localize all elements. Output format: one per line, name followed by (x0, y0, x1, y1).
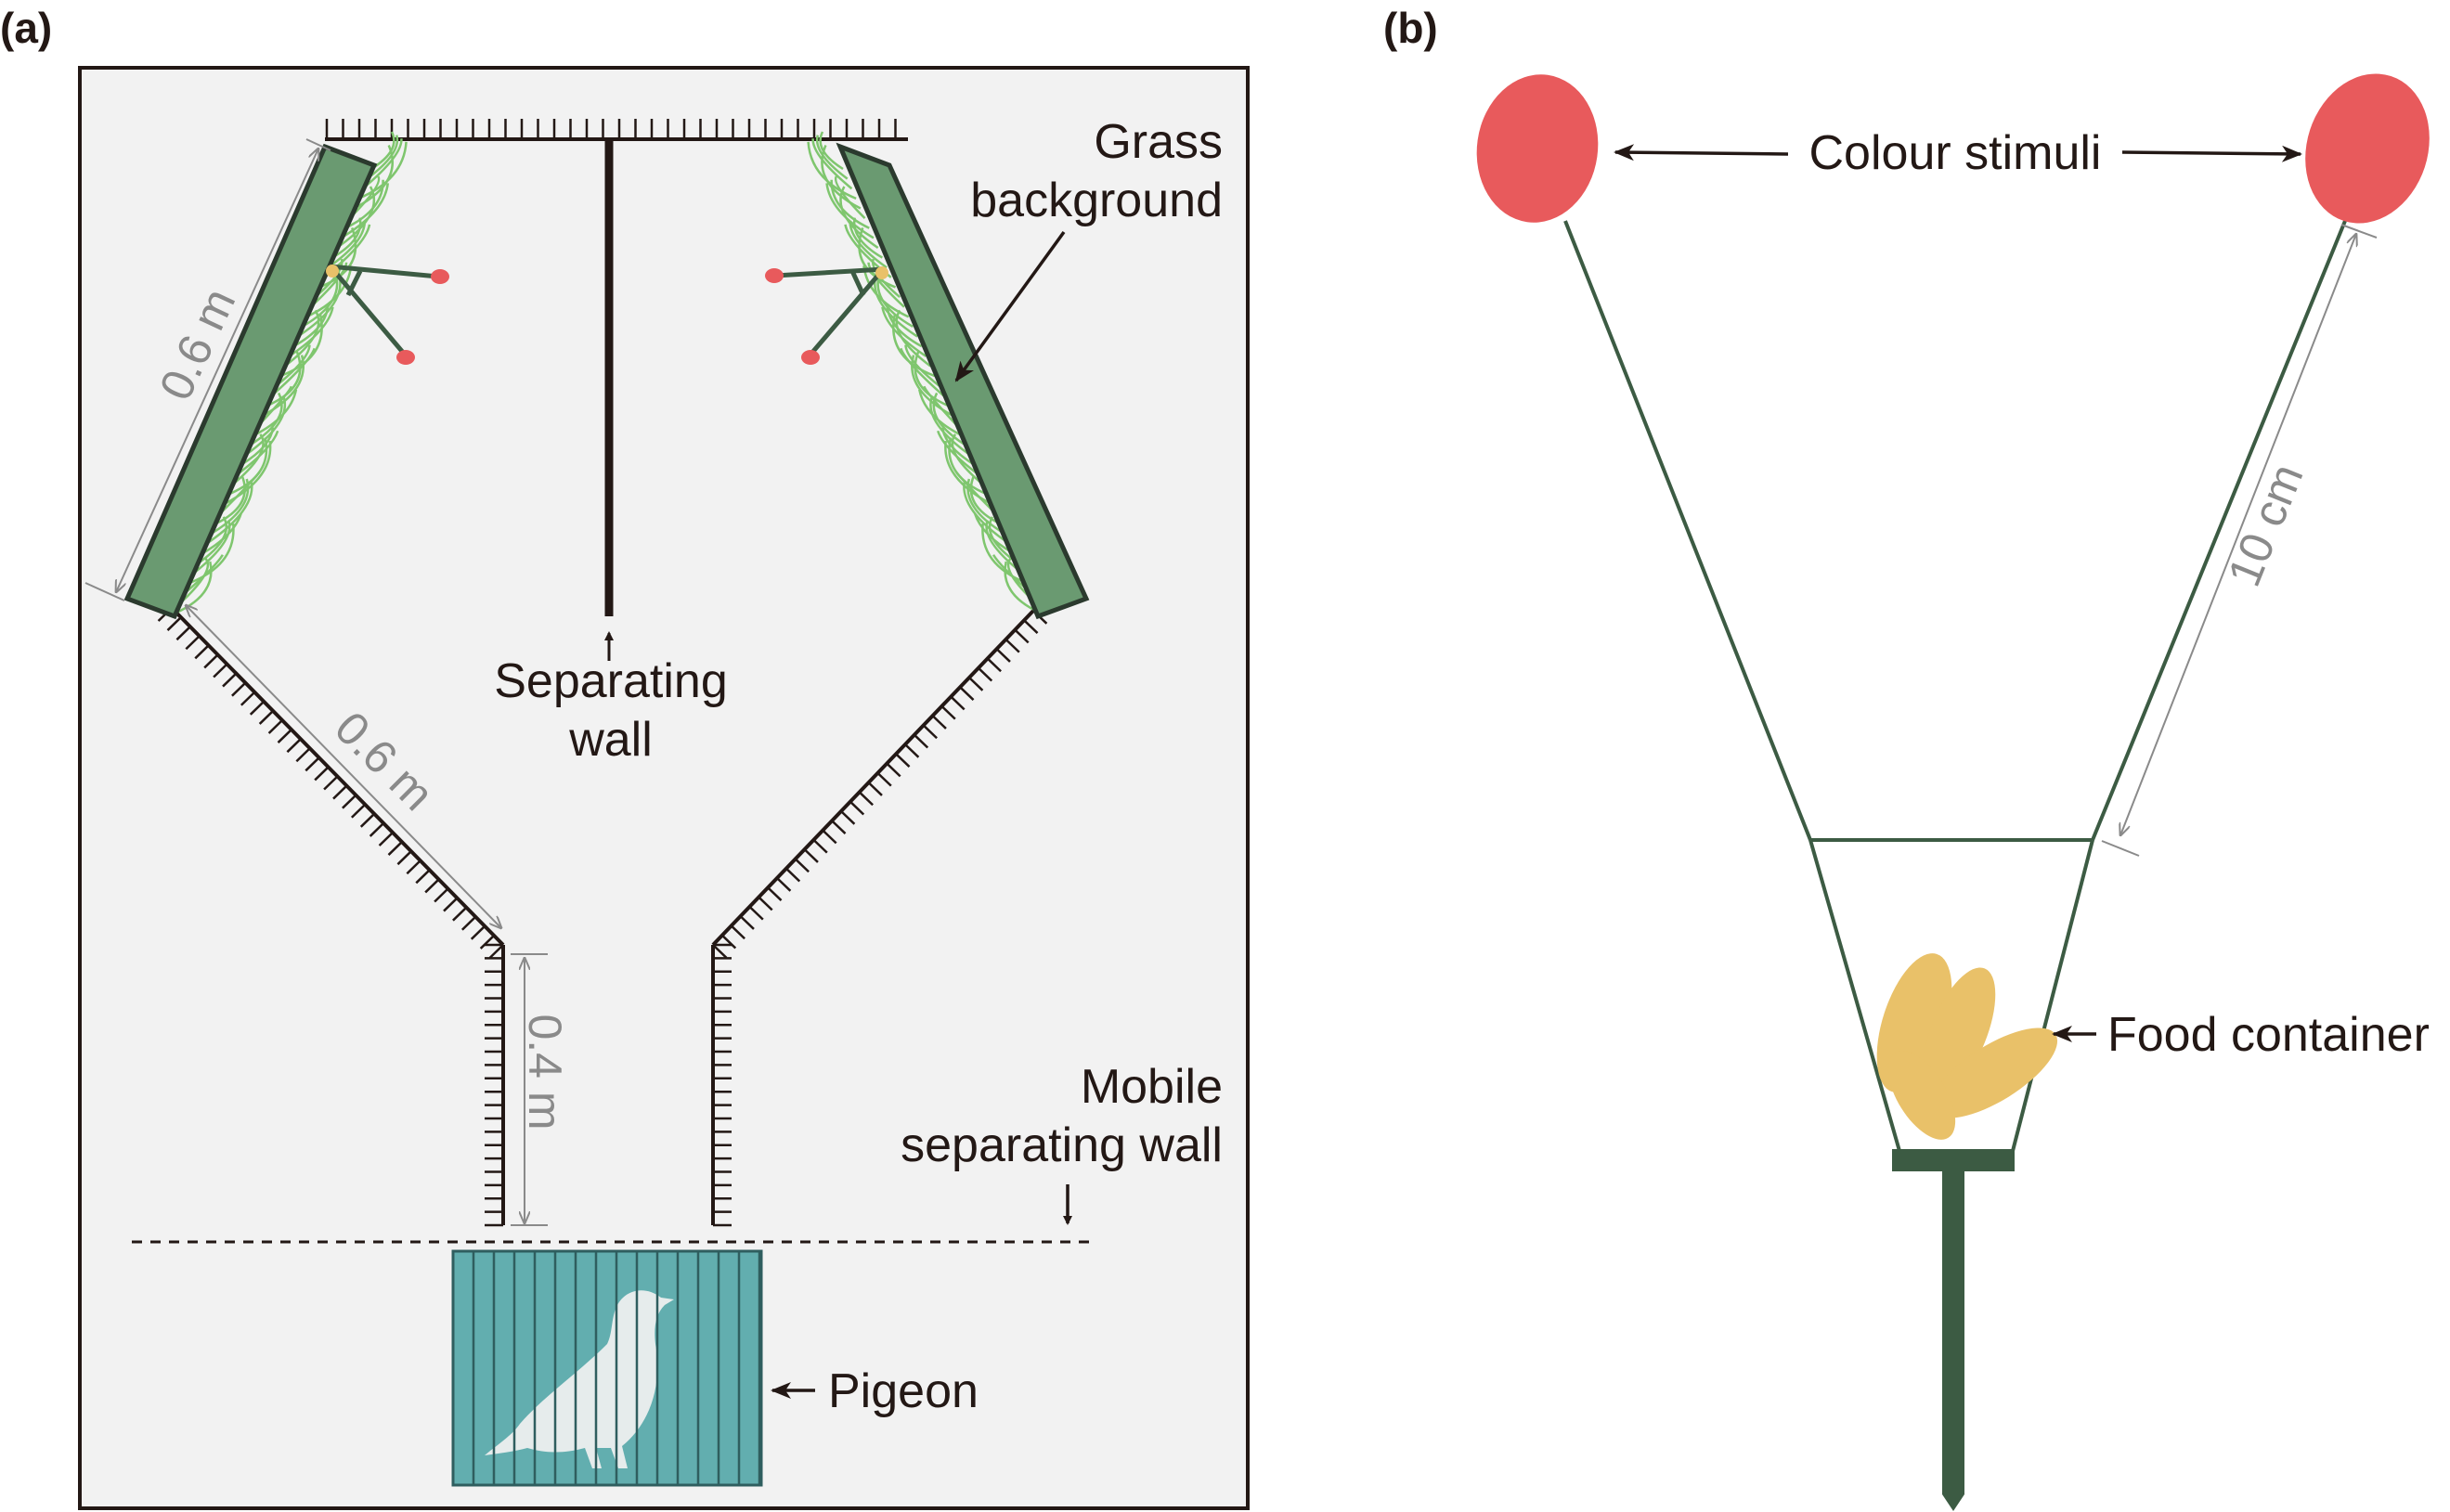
colour-stimuli-arrow-right-icon (2121, 145, 2302, 162)
food-seeds (1876, 953, 2058, 1140)
colour-stimulus-right (2305, 73, 2430, 224)
panel-a: (a) (0, 4, 1250, 1510)
dimension-corridor (511, 953, 548, 1226)
left-stimulus-branches (329, 264, 439, 356)
stimulus-icon (875, 266, 888, 279)
dimension-stem-label: 10 cm (2218, 457, 2314, 593)
grass-background-arrow (954, 230, 1066, 382)
stake-post (1942, 1171, 1964, 1511)
pigeon-silhouette-icon (485, 1290, 674, 1468)
stimulus-icon (326, 265, 339, 278)
stake-top (1892, 1149, 2015, 1171)
panel-b-label: (b) (1383, 4, 1438, 52)
food-container-label: Food container (2107, 1008, 2430, 1062)
colour-stimuli-label: Colour stimuli (1809, 126, 2102, 180)
stimulus-icon (765, 268, 784, 283)
right-stimulus-branches (774, 266, 885, 356)
panel-b: (b) 10 cm Colour stimu (1383, 4, 2430, 1511)
colour-stimuli-arrow-left-icon (1614, 144, 1789, 162)
dimension-board (84, 138, 331, 601)
colour-stimulus-left (1476, 74, 1599, 223)
stimulus-icon (431, 269, 449, 284)
dimension-diagonal (186, 605, 501, 928)
pigeon-cage (451, 1249, 763, 1487)
pigeon-label: Pigeon (828, 1364, 979, 1418)
panel-a-label: (a) (0, 4, 52, 52)
dimension-stem (2101, 224, 2378, 857)
stimulus-icon (801, 350, 820, 365)
dimension-corridor-label: 0.4 m (519, 1014, 571, 1130)
stimulus-icon (396, 350, 415, 365)
top-wall (325, 119, 908, 141)
